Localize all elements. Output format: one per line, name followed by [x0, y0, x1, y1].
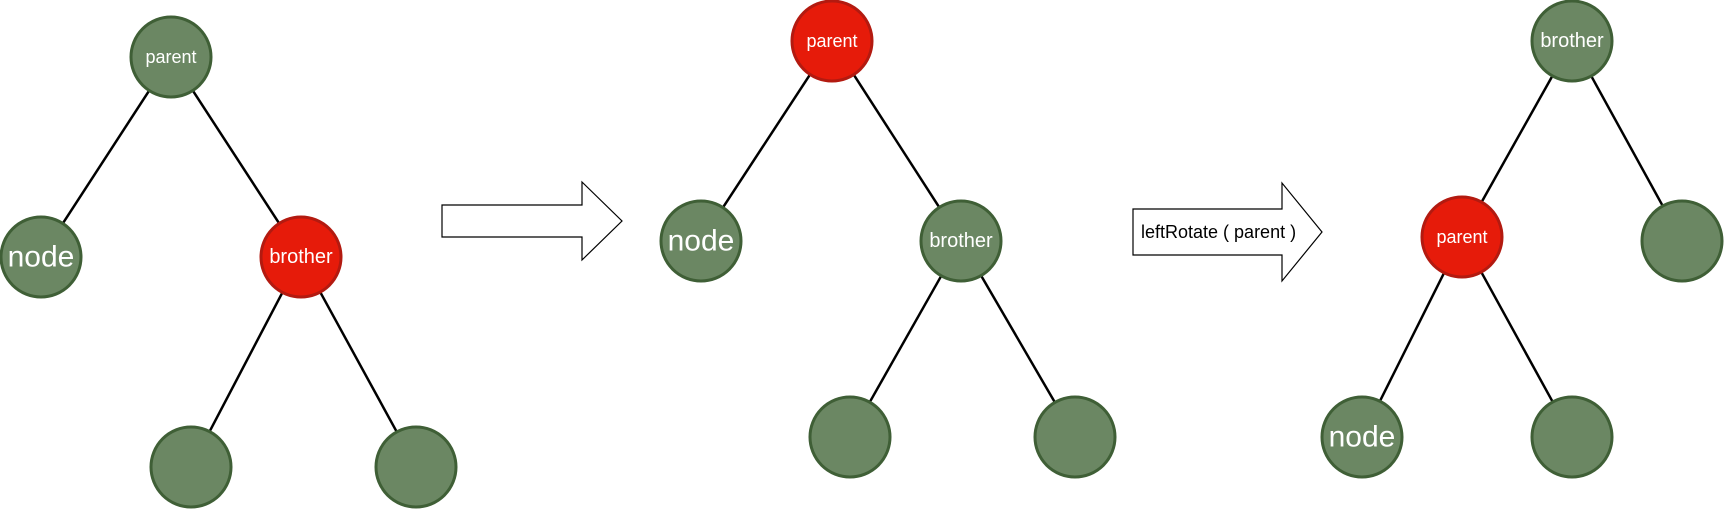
node-label: node: [8, 241, 75, 274]
tree2-node-br: [1033, 395, 1117, 479]
tree2-node-brother: brother: [919, 199, 1003, 283]
tree3-node-node: node: [1320, 395, 1404, 479]
tree2-edge-brother-bl: [868, 275, 943, 403]
tree1-node-brother: brother: [259, 215, 343, 299]
node-label: brother: [1540, 30, 1604, 52]
tree1-edge-parent-node: [61, 89, 151, 225]
node-circle: [259, 215, 343, 299]
transform-arrow-2: [1132, 181, 1323, 283]
node-label: parent: [806, 31, 857, 51]
transform-arrow-1: [441, 180, 623, 262]
node-circle: [1530, 395, 1614, 479]
edges: [61, 73, 1664, 433]
node-circle: [0, 215, 83, 299]
node-circle: [808, 395, 892, 479]
tree2-node-parent: parent: [790, 0, 874, 83]
tree3-node-pr: [1530, 395, 1614, 479]
arrow-label: leftRotate ( parent ): [1141, 222, 1296, 242]
node-label: parent: [145, 47, 196, 67]
tree2-node-bl: [808, 395, 892, 479]
tree1-edge-brother-br: [319, 291, 398, 433]
node-circle: [1420, 195, 1504, 279]
tree3-edge-parent-node: [1378, 272, 1446, 402]
tree3-edge-brother-br: [1590, 75, 1664, 207]
node-circle: [1530, 0, 1614, 83]
tree1-edge-parent-brother: [191, 89, 281, 225]
tree3-edge-parent-pr: [1480, 271, 1554, 403]
node-circle: [659, 199, 743, 283]
tree3-node-brother: brother: [1530, 0, 1614, 83]
node-circle: [1320, 395, 1404, 479]
node-label: node: [668, 225, 735, 258]
tree1-edge-brother-bl: [208, 291, 284, 433]
tree3-edge-brother-parent: [1480, 75, 1554, 203]
node-label: brother: [269, 246, 333, 268]
tree1-node-br: [374, 425, 458, 509]
tree2-edge-parent-node: [721, 73, 812, 209]
node-circle: [374, 425, 458, 509]
node-label: node: [1329, 421, 1396, 454]
node-circle: [919, 199, 1003, 283]
tree1-node-bl: [149, 425, 233, 509]
node-circle: [1640, 199, 1724, 283]
node-circle: [129, 15, 213, 99]
node-label: brother: [929, 230, 993, 252]
tree3-node-parent: parent: [1420, 195, 1504, 279]
node-circle: [790, 0, 874, 83]
tree2-edge-brother-br: [980, 274, 1056, 404]
tree2-node-node: node: [659, 199, 743, 283]
arrows: leftRotate ( parent ): [441, 180, 1323, 283]
node-circle: [1033, 395, 1117, 479]
tree2-edge-parent-brother: [852, 73, 941, 209]
tree1-node-node: node: [0, 215, 83, 299]
node-circle: [149, 425, 233, 509]
tree3-node-br: [1640, 199, 1724, 283]
tree1-node-parent: parent: [129, 15, 213, 99]
node-label: parent: [1436, 227, 1487, 247]
